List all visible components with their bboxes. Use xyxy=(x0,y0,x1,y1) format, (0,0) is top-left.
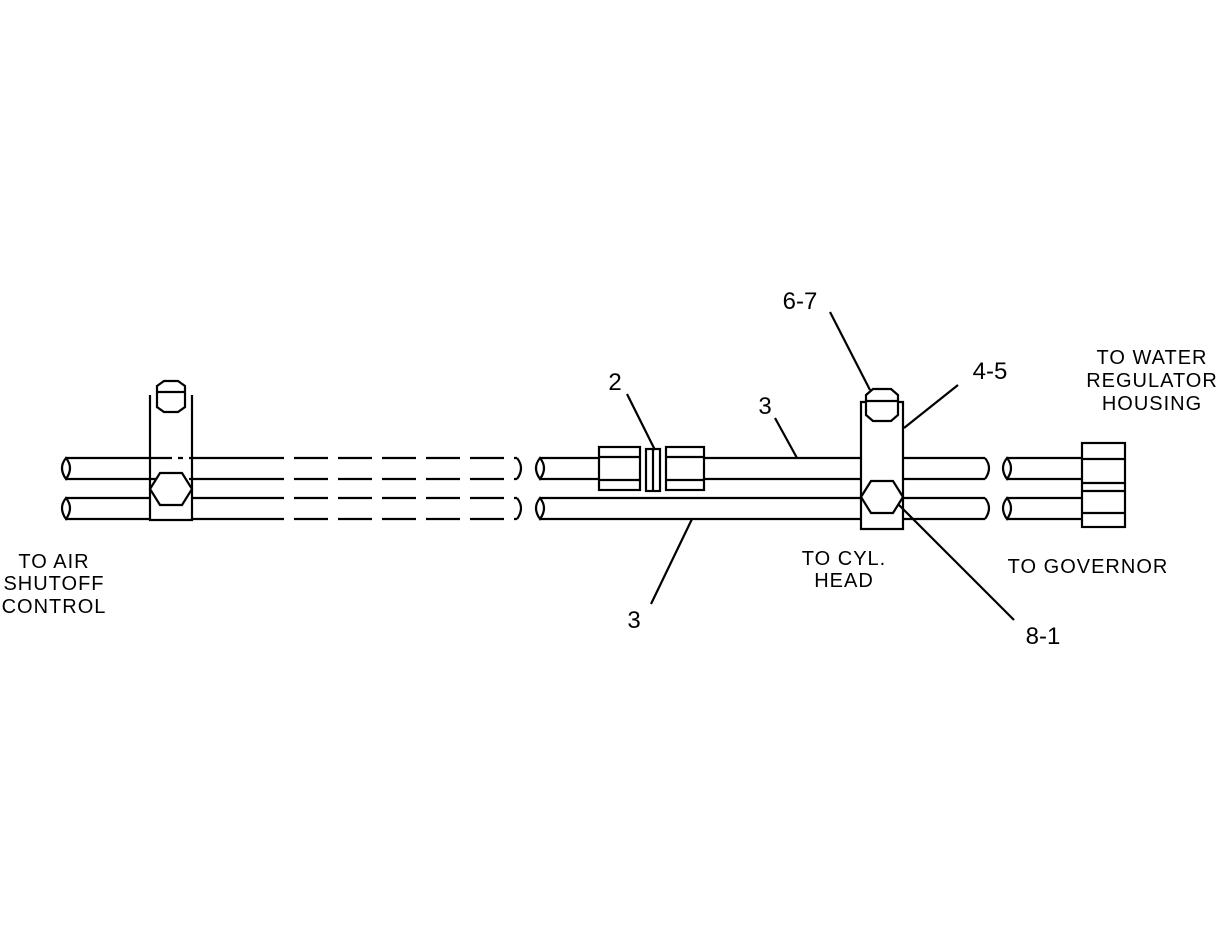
left-clamp xyxy=(148,379,194,522)
label-air-shutoff: TO AIR SHUTOFF CONTROL xyxy=(2,551,107,618)
label-water-regulator-line-3: HOUSING xyxy=(1102,393,1202,415)
label-air-shutoff-line-2: SHUTOFF xyxy=(3,573,104,595)
left-lower-tube-hidden xyxy=(250,496,517,521)
label-governor: TO GOVERNOR xyxy=(1008,556,1169,578)
callout-tube-upper: 3 xyxy=(758,393,771,420)
right-bolt-hex-icon xyxy=(864,387,900,423)
label-cyl-head-line-1: TO CYL. xyxy=(802,548,886,570)
label-cyl-head-line-2: HEAD xyxy=(814,570,874,592)
label-air-shutoff-line-1: TO AIR xyxy=(18,551,89,573)
left-upper-tube-hidden xyxy=(250,456,517,481)
left-nut-hex-icon xyxy=(148,471,194,507)
callout-clip: 4-5 xyxy=(973,358,1008,385)
label-water-regulator-line-2: REGULATOR xyxy=(1086,370,1218,392)
leader-lines xyxy=(626,311,1015,621)
right-tube-assembly xyxy=(1001,441,1127,529)
left-bolt-hex-icon xyxy=(155,379,187,414)
right-end-fitting xyxy=(1080,441,1127,529)
label-water-regulator: TO WATER REGULATOR HOUSING xyxy=(1086,347,1218,415)
label-water-regulator-line-1: TO WATER xyxy=(1097,347,1208,369)
callout-hex-spacer: 8-1 xyxy=(1026,623,1061,650)
callout-connector: 2 xyxy=(608,369,621,396)
label-cyl-head: TO CYL. HEAD xyxy=(802,548,886,592)
left-upper-tube xyxy=(66,456,250,481)
callout-bolt-washer: 6-7 xyxy=(783,288,818,315)
right-clamp xyxy=(859,387,905,531)
right-nut-hex-icon xyxy=(859,479,905,515)
tube-connector xyxy=(597,445,706,493)
left-tube-assembly xyxy=(60,379,523,522)
callout-tube-lower: 3 xyxy=(627,607,640,634)
label-air-shutoff-line-3: CONTROL xyxy=(2,596,107,618)
left-lower-tube xyxy=(66,496,250,521)
middle-tube-assembly xyxy=(534,387,991,531)
